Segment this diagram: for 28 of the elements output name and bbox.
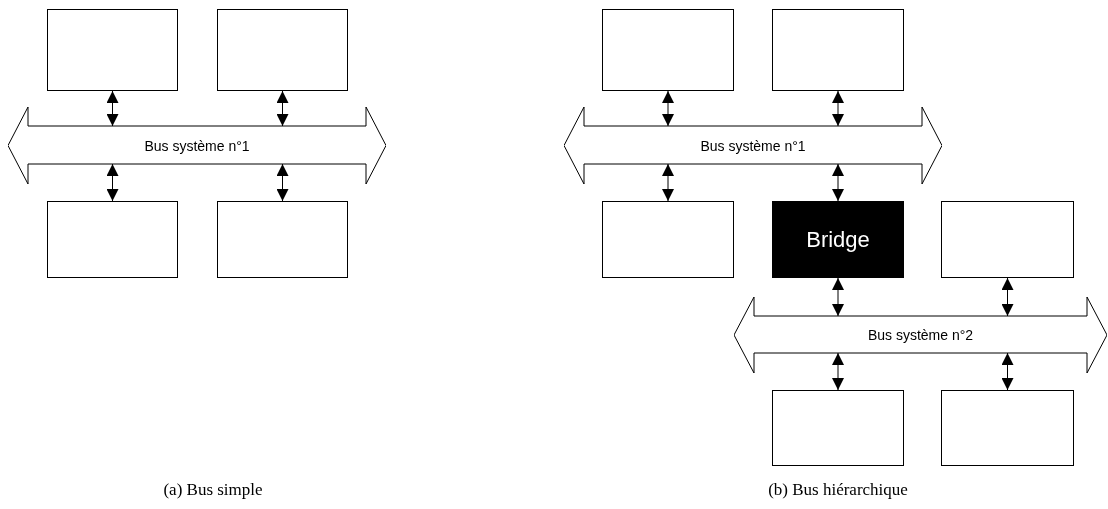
bus-label: Bus système n°1 (700, 138, 806, 153)
empty-box (47, 201, 178, 278)
empty-box (772, 9, 904, 91)
double-arrow (832, 277, 844, 317)
bus-label: Bus système n°1 (144, 138, 250, 153)
double-arrow (106, 90, 119, 127)
double-arrow (276, 90, 289, 127)
subfigure-caption: (b) Bus hiérarchique (768, 479, 908, 501)
empty-box (47, 9, 178, 91)
double-arrow (662, 90, 674, 127)
empty-box (772, 390, 904, 466)
empty-box (941, 201, 1074, 278)
bridge-box: Bridge (772, 201, 904, 278)
double-arrow (832, 163, 844, 202)
empty-box (602, 9, 734, 91)
double-arrow (1001, 277, 1014, 317)
empty-box (602, 201, 734, 278)
empty-box (217, 201, 348, 278)
subfigure-caption: (a) Bus simple (163, 479, 263, 501)
double-arrow (662, 163, 674, 202)
double-arrow (832, 90, 844, 127)
empty-box (217, 9, 348, 91)
double-arrow (1001, 352, 1014, 391)
double-arrow (276, 163, 289, 202)
empty-box (941, 390, 1074, 466)
double-arrow (832, 352, 844, 391)
bus-label: Bus système n°2 (867, 328, 974, 342)
double-arrow (106, 163, 119, 202)
